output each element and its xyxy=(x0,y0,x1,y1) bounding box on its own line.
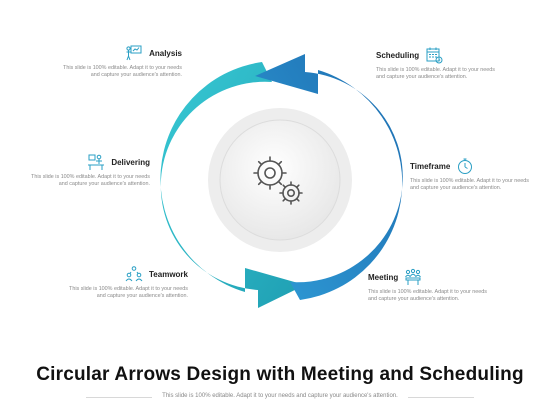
scheduling-desc: This slide is 100% editable. Adapt it to… xyxy=(376,67,495,80)
analysis-title: Analysis xyxy=(149,48,182,58)
teamwork-desc: This slide is 100% editable. Adapt it to… xyxy=(69,286,188,299)
scheduling-title: Scheduling xyxy=(376,50,420,60)
stopwatch-icon xyxy=(456,157,474,175)
gears-icon xyxy=(253,156,303,205)
left-arrow-shape xyxy=(160,62,305,308)
item-timeframe: Timeframe This slide is 100% editable. A… xyxy=(410,157,530,192)
timeframe-desc: This slide is 100% editable. Adapt it to… xyxy=(410,178,529,191)
circular-arrows-diagram: SUCCESS IDEA xyxy=(160,54,403,308)
desk-worker-icon xyxy=(87,153,105,171)
item-teamwork: Teamwork This slide is 100% editable. Ad… xyxy=(68,265,188,300)
page-title: Circular Arrows Design with Meeting and … xyxy=(36,364,524,385)
delivering-desc: This slide is 100% editable. Adapt it to… xyxy=(31,174,150,187)
presentation-icon xyxy=(125,44,143,62)
item-delivering: Delivering This slide is 100% editable. … xyxy=(30,153,150,188)
delivering-title: Delivering xyxy=(111,157,150,167)
right-arrow-label: IDEA xyxy=(371,158,389,190)
subtitle-rule-left xyxy=(86,397,152,398)
meeting-desc: This slide is 100% editable. Adapt it to… xyxy=(368,289,487,302)
timeframe-title: Timeframe xyxy=(410,161,451,171)
calendar-icon xyxy=(425,46,443,64)
meeting-icon xyxy=(404,268,422,286)
right-arrow-shape xyxy=(255,54,403,300)
analysis-desc: This slide is 100% editable. Adapt it to… xyxy=(63,65,182,78)
item-analysis: Analysis This slide is 100% editable. Ad… xyxy=(62,44,182,79)
meeting-title: Meeting xyxy=(368,272,399,282)
teamwork-title: Teamwork xyxy=(149,269,188,279)
team-icon xyxy=(125,265,143,283)
item-scheduling: Scheduling This slide is 100% editable. … xyxy=(376,46,496,81)
subtitle-rule-right xyxy=(408,397,474,398)
left-arrow-label: SUCCESS xyxy=(168,144,194,204)
item-meeting: Meeting This slide is 100% editable. Ada… xyxy=(368,268,488,303)
page-subtitle: This slide is 100% editable. Adapt it to… xyxy=(162,393,398,399)
